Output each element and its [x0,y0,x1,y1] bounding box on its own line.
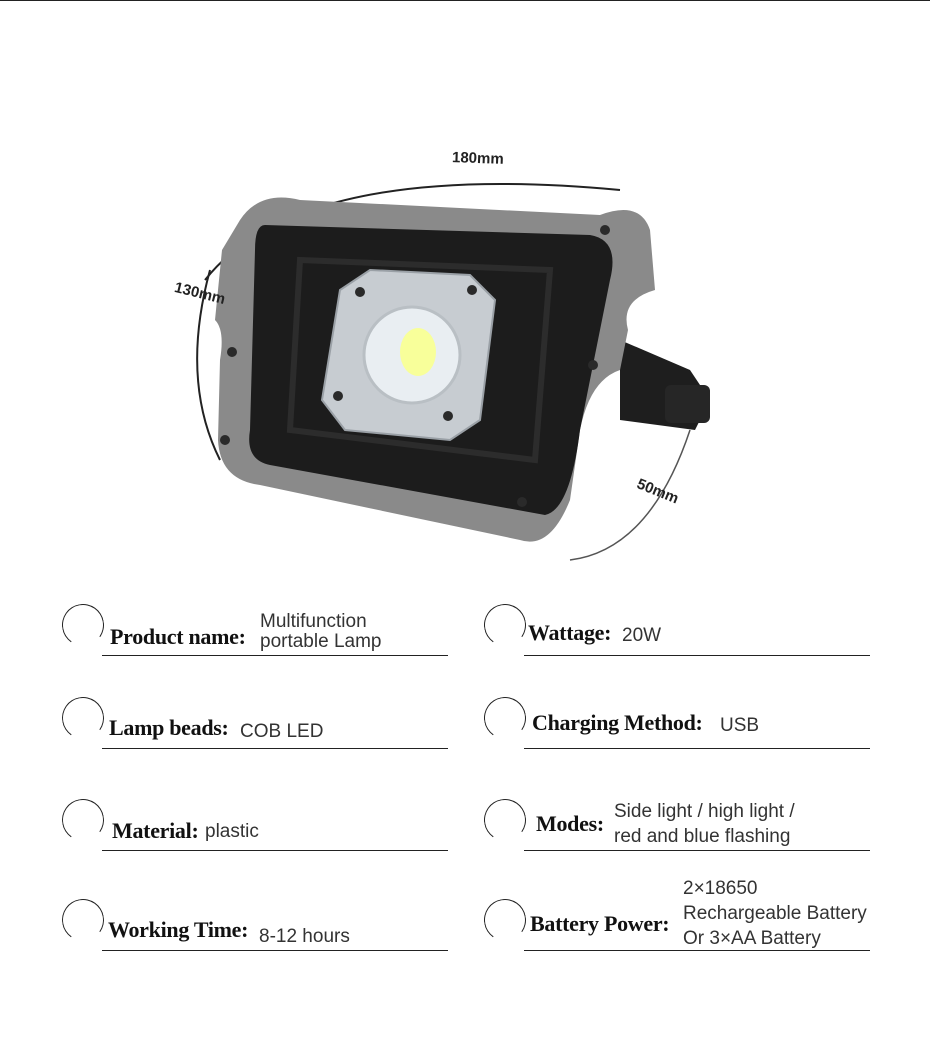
spec-value: 8-12 hours [259,926,350,947]
spec-bullet-icon [480,795,530,845]
spec-label: Modes: [536,811,604,836]
spec-working-time: Working Time: 8-12 hours [58,895,452,951]
spec-charging-method: Charging Method: USB [480,693,874,749]
spec-product-name: Product name: Multifunction portable Lam… [58,600,452,656]
spec-bullet-icon [58,795,108,845]
spec-underline [524,654,870,656]
width-dimension-label: 180mm [451,149,504,168]
spec-modes: Modes: Side light / high light / red and… [480,795,874,851]
spec-underline [102,949,448,951]
spec-value: Side light / high light / red and blue f… [614,801,795,847]
spec-bullet-icon [58,895,108,945]
kickstand-foot [665,385,710,423]
spec-label: Lamp beads: [109,715,229,740]
spec-label: Charging Method: [532,710,703,735]
spec-value: Multifunction portable Lamp [260,611,382,652]
spec-underline [524,949,870,951]
spec-bullet-icon [58,693,108,743]
spec-value: 20W [622,625,662,646]
spec-value: 2×18650 Rechargeable Battery Or 3×AA Bat… [683,878,867,949]
work-light-product-image [196,183,710,561]
height-dimension-arc [196,269,221,461]
screws [220,225,610,507]
spec-underline [524,747,870,749]
spec-lamp-beads: Lamp beads: COB LED [58,693,452,749]
spec-underline [102,747,448,749]
spec-underline [524,849,870,851]
spec-value: USB [720,715,760,736]
spec-underline [102,849,448,851]
spec-underline [102,654,448,656]
top-border [0,0,930,1]
spec-label: Working Time: [108,917,249,942]
spec-label: Wattage: [528,620,612,645]
spec-label: Product name: [110,624,246,649]
spec-bullet-icon [480,895,530,945]
spec-value: COB LED [240,721,324,742]
spec-label: Battery Power: [530,911,670,936]
spec-label: Material: [112,818,199,843]
cob-led-chip [400,328,436,376]
spec-material: Material: plastic [58,795,452,851]
spec-wattage: Wattage: 20W [480,600,874,656]
spec-bullet-icon [58,600,108,650]
spec-value: plastic [205,821,259,842]
spec-bullet-icon [480,693,530,743]
spec-battery-power: Battery Power: 2×18650 Rechargeable Batt… [480,878,874,951]
lamp-body-groove [286,256,554,464]
spec-bullet-icon [480,600,530,650]
depth-dimension-arc [569,429,691,561]
